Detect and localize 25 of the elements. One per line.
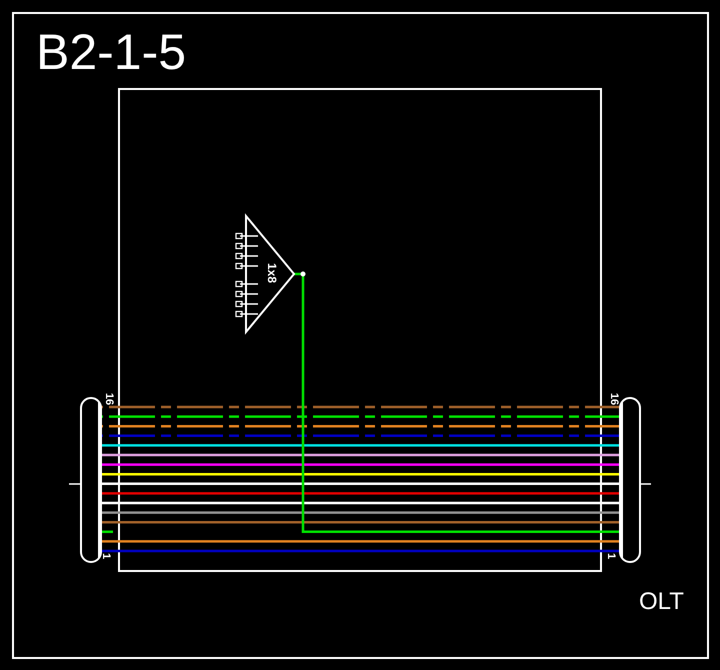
fiber-number: 16 [608,392,620,406]
enclosure-box [118,88,602,572]
fiber-number: 1 [605,552,618,560]
fiber-line [101,502,620,504]
fiber-line [101,406,620,408]
diagram-title: B2-1-5 [36,24,186,80]
fiber-number: 1 [100,552,112,560]
fiber-line [101,540,620,543]
fiber-line [101,511,620,514]
location-label: OLT [639,588,684,616]
fiber-line [101,424,620,428]
fiber-line [101,520,620,524]
fiber-line [101,530,113,534]
fiber-line [101,492,620,495]
fiber-number: 16 [103,392,116,406]
fiber-line [101,550,620,552]
splitter-ratio-label: 1x8 [265,262,280,284]
fiber-line [101,444,620,447]
fiber-line [101,415,620,418]
fiber-line [101,434,620,438]
fiber-line [101,472,620,476]
fiber-line [101,463,620,466]
fiber-line [101,482,620,486]
splice-fiber [294,272,620,534]
fiber-line [101,454,620,456]
